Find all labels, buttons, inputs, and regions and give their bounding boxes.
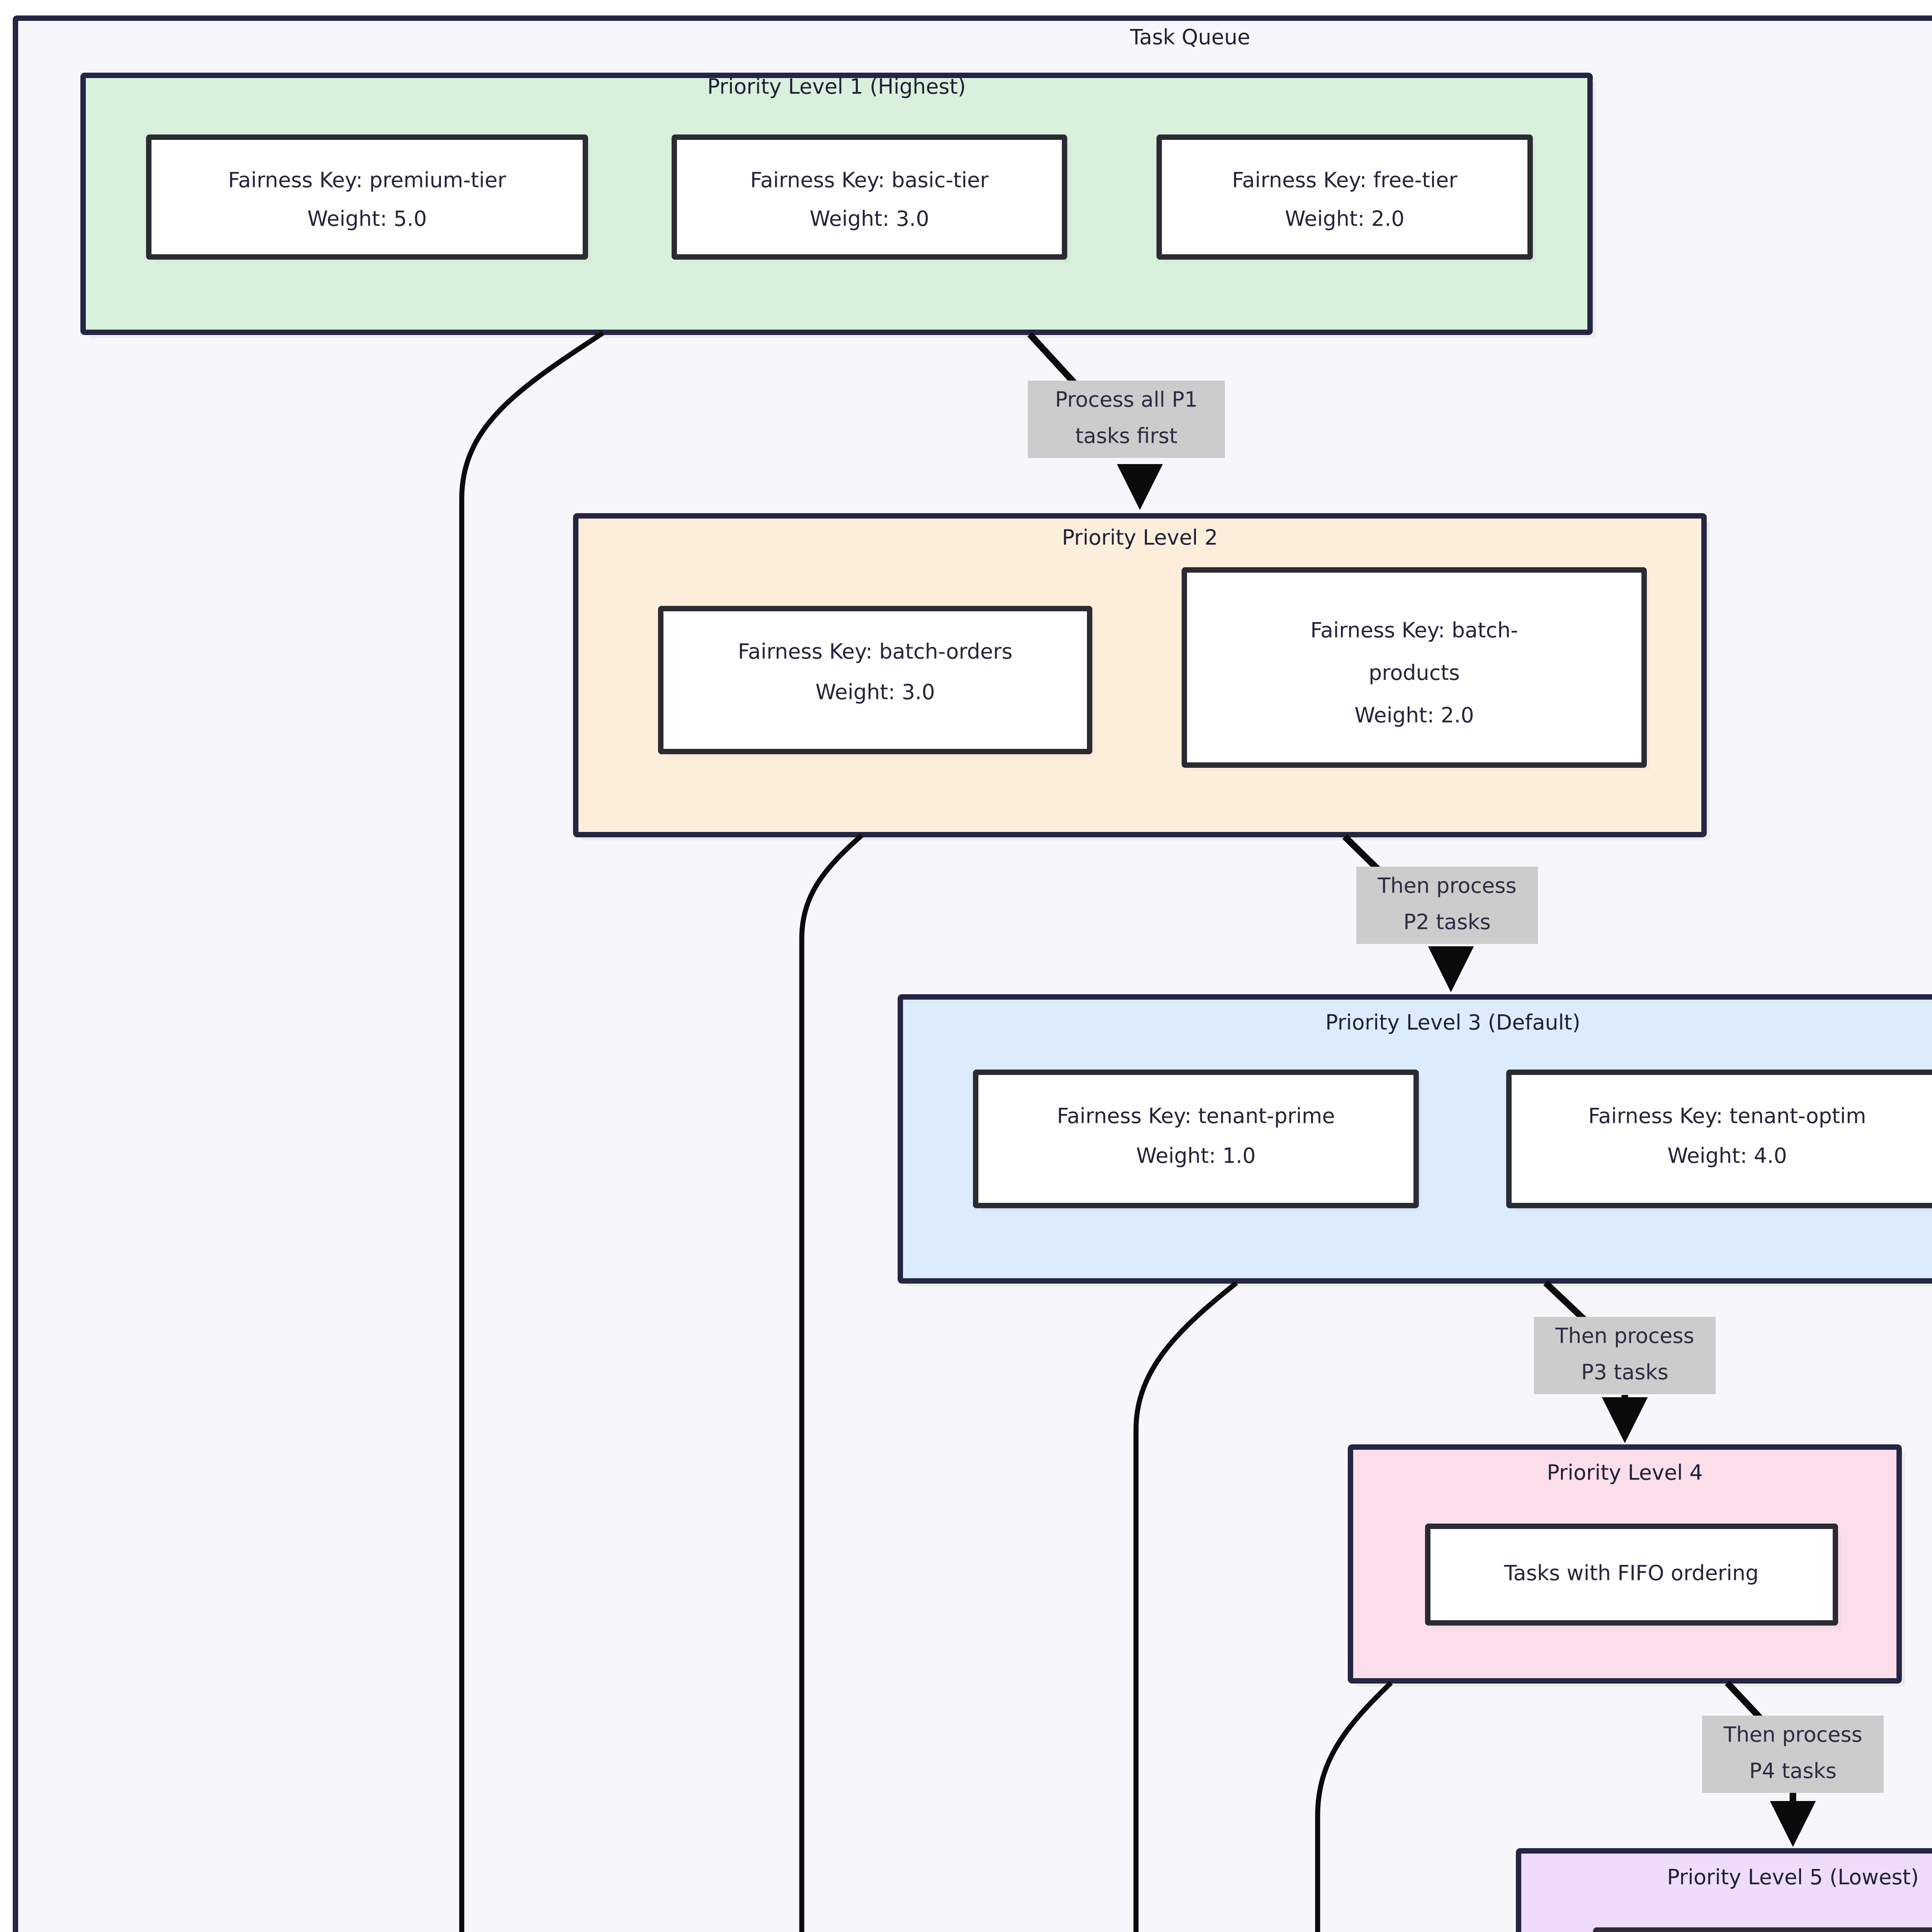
node-fairness-key-tenant-prime[interactable]: Fairness Key: tenant-prime Weight: 1.0 [973,1070,1422,1211]
node-p4-fifo[interactable]: Tasks with FIFO ordering [1425,1524,1841,1629]
cluster-title-task-queue: Task Queue [1129,25,1250,49]
node-fairness-key-basic-tier[interactable]: Fairness Key: basic-tier Weight: 3.0 [672,134,1070,263]
cluster-title-priority-level-3: Priority Level 3 (Default) [1325,1010,1580,1035]
cluster-priority-level-5: Priority Level 5 (Lowest) Tasks with FIF… [1516,1848,1932,1932]
node-fairness-key-batch-products[interactable]: Fairness Key: batch- products Weight: 2.… [1182,567,1650,771]
edge-label-line-2: tasks first [1075,424,1178,448]
node-fairness-key-free-tier[interactable]: Fairness Key: free-tier Weight: 2.0 [1156,134,1536,263]
cluster-priority-level-3: Priority Level 3 (Default) Fairness Key:… [898,994,1932,1287]
cluster-priority-level-2: Priority Level 2 Fairness Key: batch-ord… [573,513,1710,840]
node-line-1: Fairness Key: batch-orders [738,639,1013,664]
node-line-2: products [1369,661,1460,685]
cluster-title-priority-level-5: Priority Level 5 (Lowest) [1667,1865,1919,1889]
edge-label-line-2: P3 tasks [1581,1360,1668,1384]
cluster-title-priority-level-4: Priority Level 4 [1547,1461,1702,1485]
node-line-1: Fairness Key: premium-tier [228,168,506,192]
node-fairness-key-tenant-optim[interactable]: Fairness Key: tenant-optim Weight: 4.0 [1506,1070,1932,1211]
node-line-1: Fairness Key: tenant-optim [1588,1104,1866,1128]
node-line-3: Weight: 2.0 [1354,703,1474,728]
node-line-2: Weight: 5.0 [307,207,427,231]
edge-label-line-1: Then process [1723,1723,1862,1747]
node-fairness-key-batch-orders[interactable]: Fairness Key: batch-orders Weight: 3.0 [658,606,1095,757]
node-line-2: Weight: 1.0 [1136,1144,1255,1168]
node-line-1: Fairness Key: basic-tier [750,168,989,192]
edge-label-p3-p4: Then process P3 tasks [1534,1317,1716,1394]
edge-label-line-1: Then process [1555,1324,1694,1348]
node-line-1: Fairness Key: free-tier [1232,168,1458,192]
cluster-priority-level-1: Priority Level 1 (Highest) Fairness Key:… [80,73,1596,338]
node-fairness-key-premium-tier[interactable]: Fairness Key: premium-tier Weight: 5.0 [146,134,591,263]
edge-label-p4-p5: Then process P4 tasks [1702,1716,1884,1793]
node-p5-fifo[interactable]: Tasks with FIFO ordering [1593,1927,1932,1932]
node-line-2: Weight: 2.0 [1285,207,1404,231]
node-line-2: Weight: 3.0 [815,680,935,704]
node-line-2: Weight: 4.0 [1667,1144,1787,1168]
edge-p2-to-workers [799,833,864,1932]
edge-label-line-2: P2 tasks [1403,910,1491,934]
cluster-title-priority-level-2: Priority Level 2 [1062,526,1218,550]
edge-p3-to-workers [1133,1281,1238,1932]
cluster-priority-level-4: Priority Level 4 Tasks with FIFO orderin… [1348,1444,1905,1687]
edge-p1-to-workers [459,331,604,1932]
node-line-2: Weight: 3.0 [810,207,929,231]
cluster-title-priority-level-1: Priority Level 1 (Highest) [707,75,966,99]
edge-label-line-2: P4 tasks [1749,1759,1837,1783]
edge-label-p2-p3: Then process P2 tasks [1356,867,1538,944]
node-line-1: Fairness Key: batch- [1310,618,1518,643]
node-line-1: Fairness Key: tenant-prime [1057,1104,1335,1128]
node-line-1: Tasks with FIFO ordering [1504,1561,1759,1585]
edge-p4-to-workers [1315,1681,1393,1932]
edge-label-line-1: Then process [1377,874,1516,898]
edge-label-p1-p2: Process all P1 tasks first [1028,381,1225,458]
edge-label-line-1: Process all P1 [1055,388,1197,412]
